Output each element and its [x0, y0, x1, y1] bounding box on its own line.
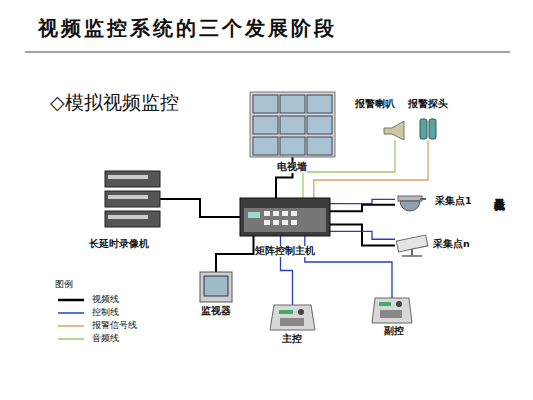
signal-wire — [160, 199, 240, 217]
device-label: 报警探头 — [408, 99, 448, 110]
camera-mount — [398, 196, 422, 201]
device-label: 监视器 — [201, 306, 231, 317]
camera-arm — [420, 198, 426, 200]
keyboard-joystick — [396, 301, 402, 307]
probe-icon — [420, 119, 436, 139]
legend-text: 控制线 — [92, 307, 119, 317]
speaker-icon — [384, 121, 404, 140]
tv-screen — [307, 137, 332, 155]
keyboard-joystick — [298, 309, 304, 315]
dome-camera-icon — [398, 196, 426, 211]
speaker-cone — [384, 121, 404, 140]
host-key — [273, 220, 279, 225]
host-key — [282, 220, 288, 225]
device-label: 长延时录像机 — [89, 239, 149, 250]
legend-line — [58, 325, 84, 327]
keyboard-keys — [280, 318, 304, 326]
tv-screen — [307, 95, 332, 113]
box-camera-icon — [396, 235, 428, 257]
probe-body — [420, 119, 427, 139]
keyboard-keys — [380, 310, 402, 318]
recorder-icon — [105, 171, 160, 227]
host-key — [291, 220, 297, 225]
host-key — [264, 220, 270, 225]
camera-stand — [411, 249, 413, 256]
host-case — [240, 198, 330, 236]
signal-wire — [330, 199, 395, 203]
monitor-icon — [200, 272, 232, 302]
device-label: 报警喇叭 — [355, 99, 395, 110]
master-keyboard: 主控 — [270, 305, 315, 330]
section-heading: ◇模拟视频监控 — [50, 92, 179, 114]
device-label: 电视墙 — [277, 162, 307, 173]
device-label: 采集点n — [433, 239, 470, 250]
signal-wire — [330, 225, 395, 246]
signal-wire — [216, 236, 254, 272]
keyboard-display — [379, 302, 391, 306]
recorder-unit — [105, 191, 160, 207]
camera-dome — [400, 201, 420, 211]
host-key — [282, 211, 288, 216]
keyboard-body — [372, 298, 412, 323]
legend-text: 视频线 — [92, 294, 119, 304]
tv-wall: 电视墙 — [250, 92, 335, 157]
matrix-host: 矩阵控制主机 — [240, 198, 330, 236]
legend-heading: 图例 — [55, 279, 73, 289]
host-display — [248, 212, 260, 218]
recorder-unit — [105, 171, 160, 187]
tv-screen — [280, 95, 305, 113]
host-key — [264, 211, 270, 216]
device-label: 副控 — [384, 326, 404, 337]
camera-point: 采集点1 — [395, 194, 427, 212]
probe-body — [429, 119, 436, 139]
camera-point: 采集点n — [395, 233, 429, 258]
signal-wire — [330, 231, 395, 239]
tv-wall-frame — [250, 92, 335, 157]
monitor: 监视器 — [200, 272, 232, 302]
legend-line — [58, 312, 84, 314]
tv-screen — [280, 137, 305, 155]
keyboard-display — [279, 310, 293, 314]
monitor-case — [200, 272, 232, 302]
legend-line — [58, 338, 84, 340]
legend-swatch — [58, 334, 86, 344]
legend-line — [58, 299, 84, 302]
tv-screen — [253, 137, 278, 155]
legend-swatch — [58, 295, 86, 305]
tv-wall-icon — [250, 92, 335, 157]
recorder-unit — [105, 211, 160, 227]
host-panel — [244, 208, 326, 232]
master-keyboard-icon — [270, 305, 315, 330]
device-label: 主控 — [282, 334, 302, 345]
device-label: 矩阵控制主机 — [255, 246, 315, 257]
legend-text: 音频线 — [92, 333, 119, 343]
keyboard-body — [270, 305, 315, 330]
sub-keyboard-icon — [372, 298, 412, 323]
host-key — [291, 211, 297, 216]
recorder-panel — [108, 215, 148, 219]
camera-base — [402, 255, 422, 257]
alarm-probe: 报警探头 — [419, 118, 437, 140]
signal-wire — [330, 205, 395, 212]
sub-keyboard: 副控 — [372, 298, 412, 323]
recorder-panel — [108, 175, 148, 179]
wire-group — [160, 140, 428, 305]
tv-screen — [253, 116, 278, 134]
tv-screen — [280, 116, 305, 134]
legend-swatch — [58, 321, 86, 331]
monitor-screen — [204, 276, 228, 296]
legend-text: 报警信号线 — [92, 320, 137, 330]
video-recorder: 长延时录像机 — [105, 170, 160, 228]
signal-wire — [305, 236, 392, 298]
host-key — [273, 211, 279, 216]
recorder-panel — [108, 195, 148, 199]
page-title: 视频监控系统的三个发展阶段 — [38, 17, 337, 40]
device-label: 采集点1 — [435, 196, 472, 207]
legend-swatch — [58, 308, 86, 318]
title-rule — [25, 51, 510, 53]
alarm-speaker: 报警喇叭 — [383, 121, 407, 140]
matrix-host-icon — [240, 198, 330, 236]
tv-screen — [253, 95, 278, 113]
tv-screen — [307, 116, 332, 134]
